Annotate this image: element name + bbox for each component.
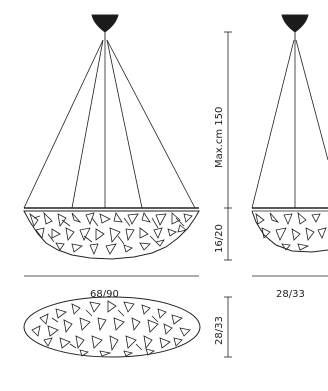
plan-depth-label: 28/33	[214, 316, 225, 345]
plan-view-texture	[31, 300, 191, 357]
height-dimension	[224, 31, 232, 261]
large-lamp-cables	[23, 39, 196, 209]
large-lamp	[23, 14, 200, 260]
large-width-label: 68/90	[90, 289, 119, 300]
plan-view-outline	[23, 296, 201, 358]
max-height-label: Max.cm 150	[214, 107, 225, 168]
large-lamp-crystal-texture	[29, 211, 193, 256]
small-width-label: 28/33	[276, 289, 305, 300]
plan-depth-dimension	[224, 296, 232, 358]
large-lamp-canopy	[91, 14, 119, 33]
body-height-label: 16/20	[214, 224, 225, 253]
small-lamp-cables	[251, 39, 328, 209]
small-lamp-canopy	[281, 14, 309, 33]
small-lamp-crystal-texture	[255, 211, 327, 251]
small-lamp-crystal-body	[251, 210, 328, 253]
small-lamp	[251, 14, 328, 253]
plan-view	[23, 296, 201, 358]
